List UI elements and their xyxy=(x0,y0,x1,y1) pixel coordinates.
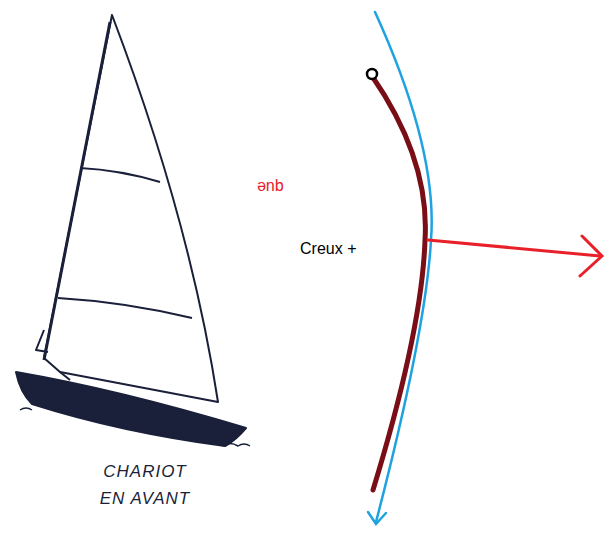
mirrored-note: que xyxy=(257,174,284,200)
caption-label: CHARIOT EN AVANT xyxy=(90,458,200,512)
draft-label: Creux + xyxy=(300,236,356,262)
sailboat-drawing xyxy=(16,15,250,446)
sail-profile xyxy=(367,12,602,524)
